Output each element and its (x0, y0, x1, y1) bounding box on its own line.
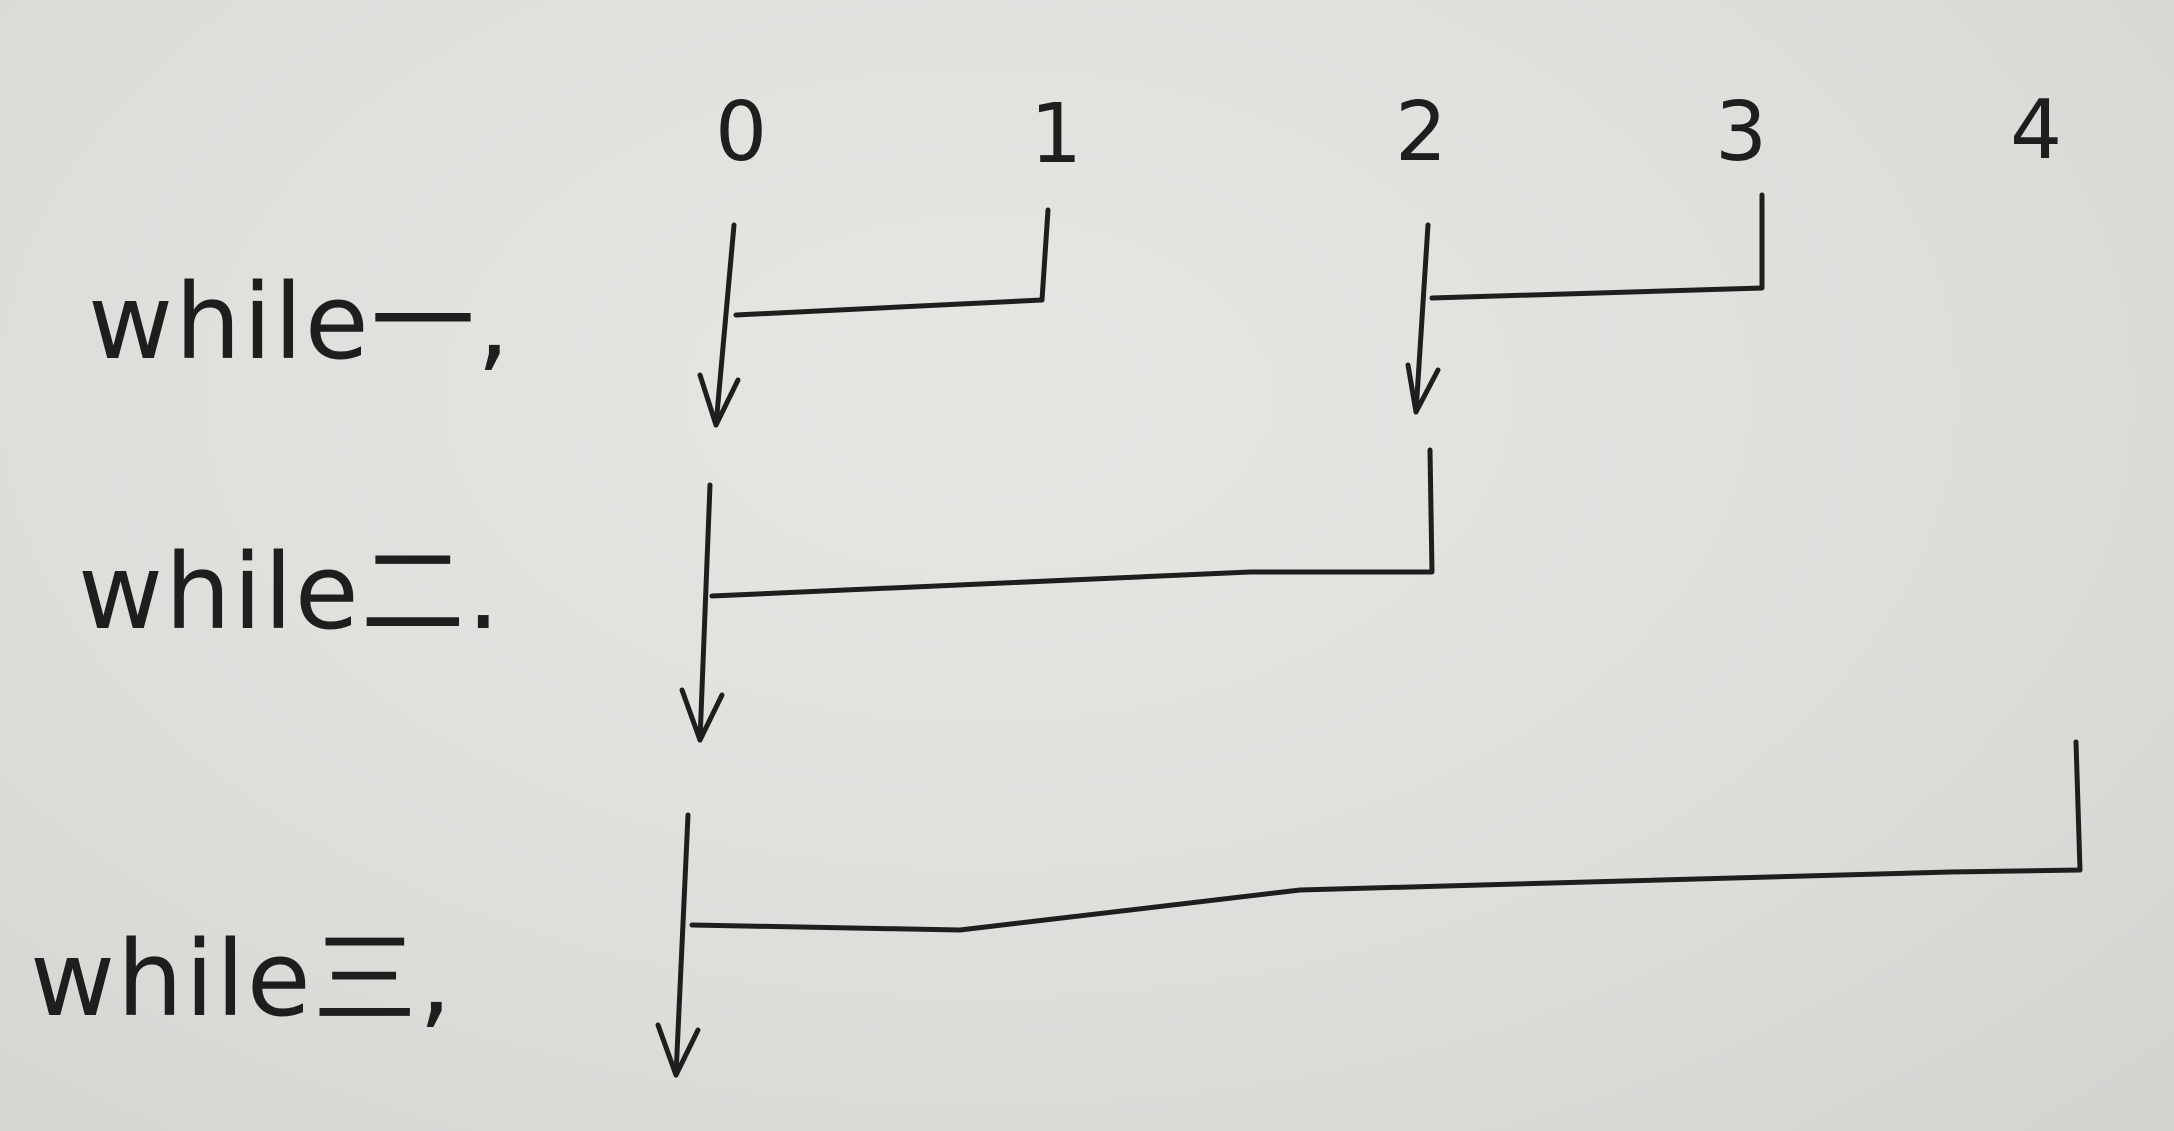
bracket-connector-2-to-0 (709, 447, 1435, 599)
arrow-shaft-row1-col0 (713, 222, 737, 428)
row-label-while-1: while一, (88, 261, 512, 383)
row-label-while-2: while二. (78, 531, 502, 653)
bracket-row1-pair-2-3 (1405, 192, 1765, 415)
arrow-head-row1-col0 (697, 372, 741, 428)
arrow-shaft-row1-col2 (1413, 222, 1431, 415)
index-label-1: 1 (1030, 87, 1082, 182)
arrow-head-row2-col0 (679, 687, 725, 743)
index-label-4: 4 (2010, 83, 2062, 178)
index-label-3: 3 (1715, 85, 1767, 180)
bracket-connector-1-to-0 (733, 207, 1051, 318)
arrow-shaft-row3-col0 (673, 812, 691, 1078)
bracket-connector-4-to-0 (689, 739, 2083, 933)
bracket-row3-pair-0-4 (655, 739, 2083, 1078)
index-label-0: 0 (715, 85, 767, 180)
index-label-2: 2 (1395, 85, 1447, 180)
arrow-head-row3-col0 (655, 1022, 701, 1078)
bracket-connector-3-to-2 (1429, 192, 1765, 301)
row-label-while-3: while三, (30, 918, 454, 1040)
arrow-head-row1-col2 (1405, 362, 1441, 415)
bracket-row1-pair-0-1 (697, 207, 1051, 428)
bracket-row2-pair-0-2 (679, 447, 1435, 743)
arrow-shaft-row2-col0 (697, 482, 713, 743)
